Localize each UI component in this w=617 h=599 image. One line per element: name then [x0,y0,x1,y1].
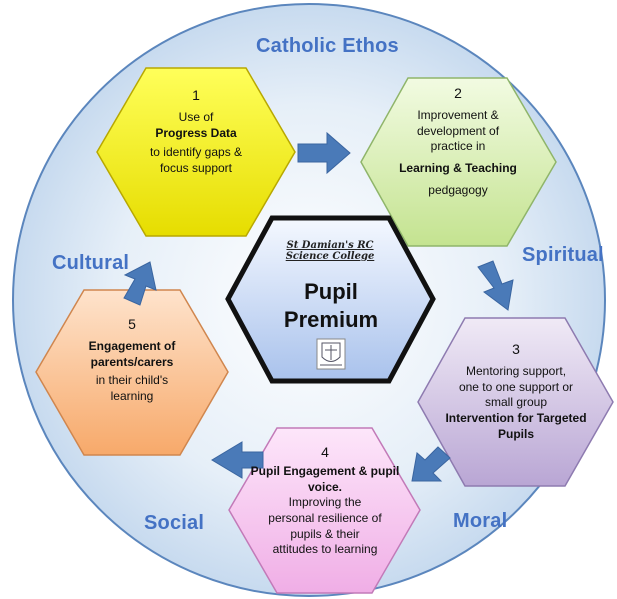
arrow-2-to-3 [477,260,514,311]
step-2-text: 2 Improvement & development of practice … [380,84,536,198]
arrow-4-to-5 [211,441,264,479]
arrow-1-to-2 [297,131,351,175]
step-3-line-3: small group [484,395,548,410]
arrow-3-to-4 [411,446,451,482]
step-3-number: 3 [512,341,520,357]
step-5-text: 5 Engagement of parents/carers in their … [62,315,202,405]
step-5-after-1: in their child's [95,373,169,388]
step-1-number: 1 [192,87,200,103]
ring-label-moral: Moral [453,510,508,532]
step-4-after-4: attitudes to learning [272,542,378,557]
step-2-after-1: pedgagogy [428,182,488,197]
hexagon-step-4 [228,427,421,594]
ring-label-catholic-ethos: Catholic Ethos [256,35,399,57]
step-4-after-1: Improving the [288,495,362,510]
arrow-5-to-1 [123,261,157,306]
hexagon-step-5 [35,289,229,456]
center-title: Pupil Premium [283,279,379,332]
step-4-number: 4 [321,444,329,460]
step-5-number: 5 [128,316,136,332]
step-2-line-1: Improvement & [417,108,499,123]
step-1-after-1: to identify gaps & [149,145,243,160]
center-hexagon [225,215,436,384]
step-3-bold: Intervention for Targeted Pupils [445,410,587,441]
step-4-after-2: personal resilience of [268,510,382,525]
step-4-after-3: pupils & their [290,526,360,541]
step-1-line: Use of [178,110,214,125]
hexagon-step-1 [96,67,296,237]
step-4-bold: Pupil Engagement & pupil voice. [250,464,400,494]
ring-label-spiritual: Spiritual [522,244,604,266]
step-1-text: 1 Use of Progress Data to identify gaps … [112,86,280,177]
step-4-text: 4 Pupil Engagement & pupil voice. Improv… [244,443,406,558]
step-2-line-2: development of [416,123,500,138]
ring-label-social: Social [144,512,205,534]
ring-label-cultural: Cultural [52,252,130,274]
step-3-text: 3 Mentoring support, one to one support … [436,340,596,442]
school-name: St Damian's RC Science College [285,240,375,262]
step-3-line-1: Mentoring support, [465,364,567,379]
step-1-bold: Progress Data [155,125,237,140]
step-2-number: 2 [454,85,462,101]
step-2-bold: Learning & Teaching [399,160,517,175]
step-5-after-2: learning [110,388,154,403]
step-3-line-2: one to one support or [458,379,574,394]
hexagon-step-3 [417,317,614,487]
hexagon-step-2 [360,77,557,247]
step-1-after-2: focus support [159,160,233,175]
step-2-line-3: practice in [430,139,486,154]
school-crest-icon [316,338,346,370]
step-5-bold: Engagement of parents/carers [88,339,176,369]
